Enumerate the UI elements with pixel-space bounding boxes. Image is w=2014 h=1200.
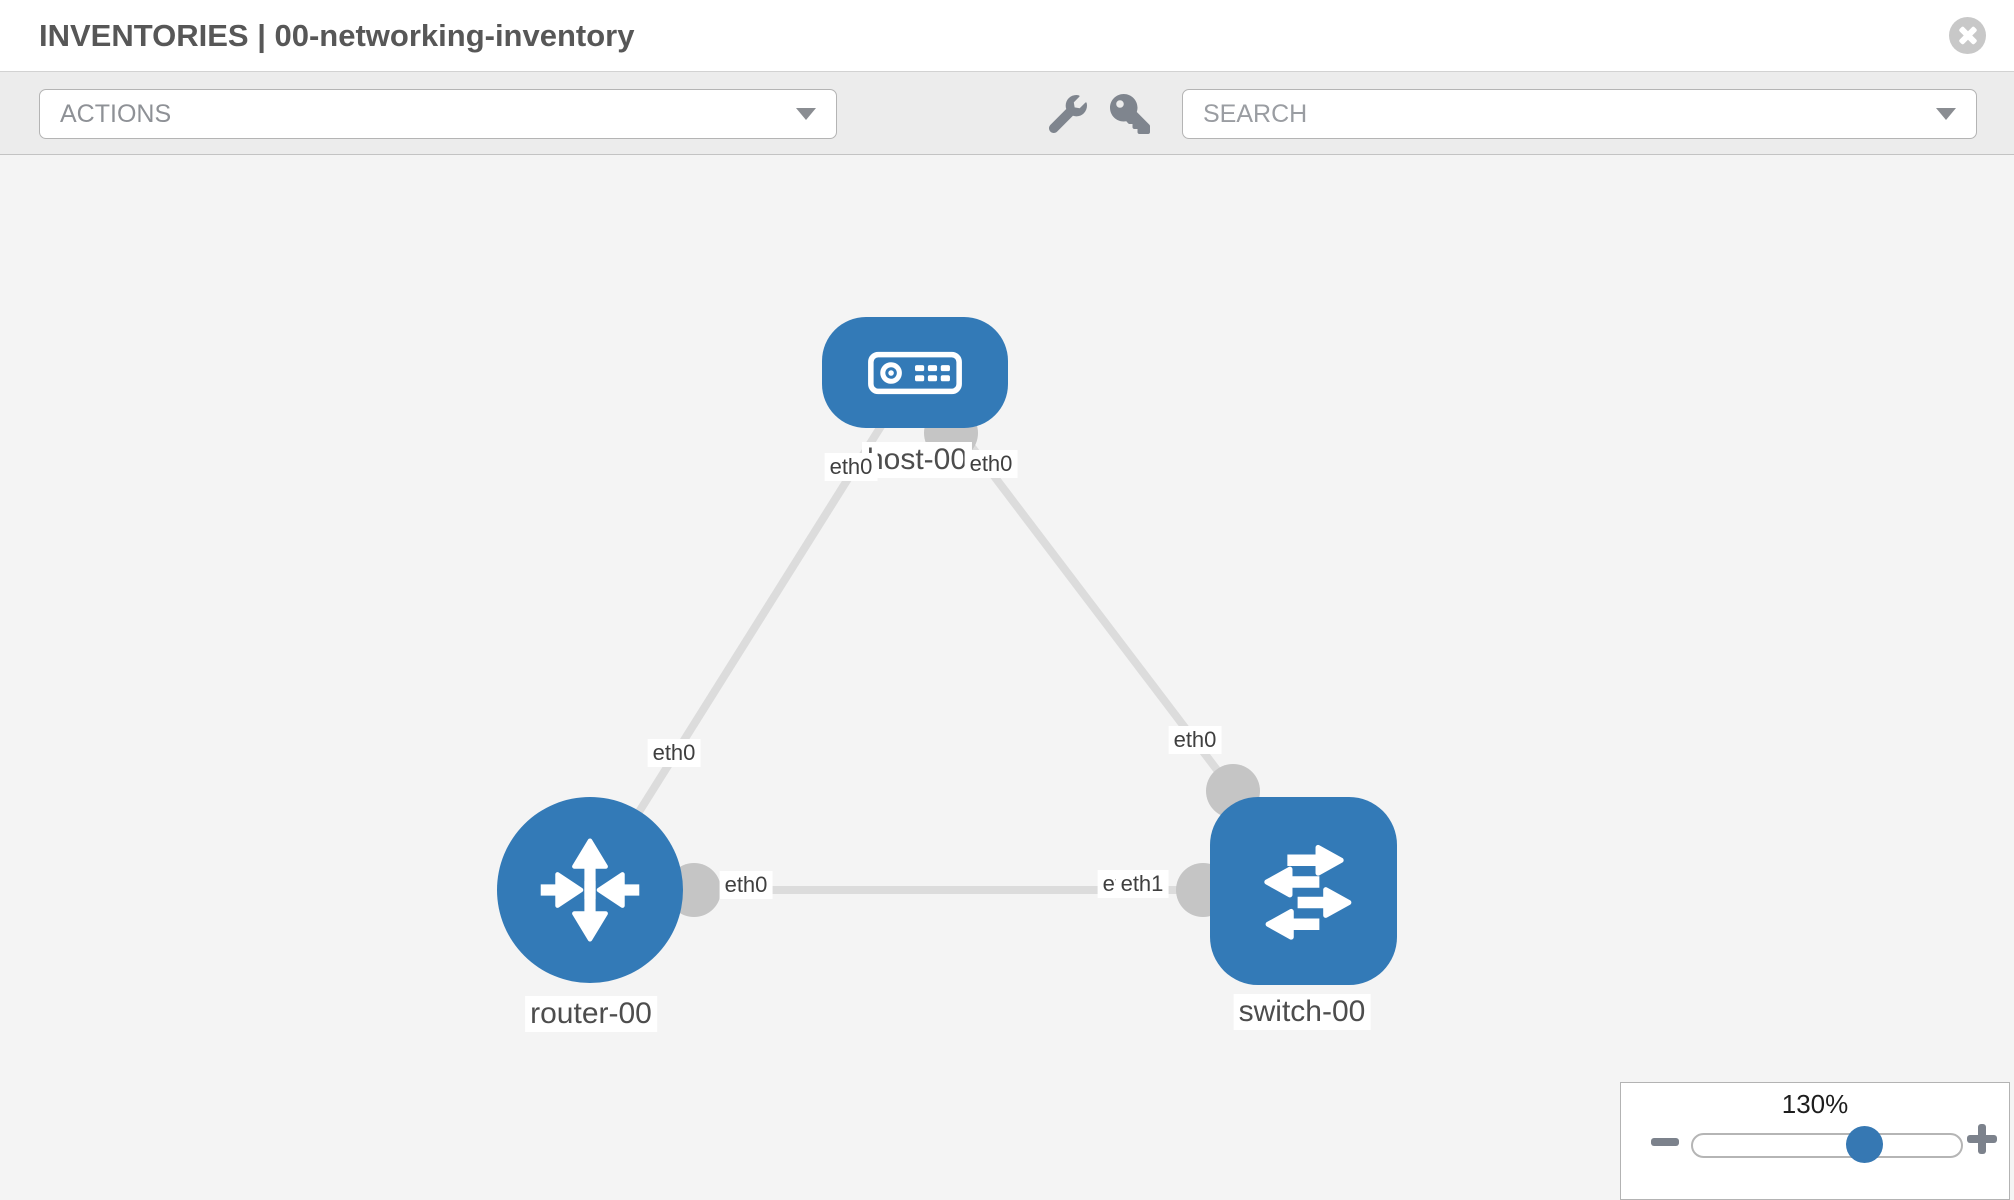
chevron-down-icon (796, 108, 816, 120)
search-placeholder: SEARCH (1203, 99, 1308, 128)
zoom-slider-track[interactable] (1691, 1133, 1963, 1158)
node-label-host: host-00 (861, 442, 973, 478)
plus-icon[interactable] (1967, 1124, 1997, 1154)
toolbar: ACTIONS SEARCH (0, 72, 2014, 155)
search-dropdown[interactable]: SEARCH (1182, 89, 1977, 139)
credentials-button[interactable] (1108, 92, 1152, 136)
node-label-switch: switch-00 (1233, 994, 1371, 1030)
close-button[interactable] (1949, 17, 1986, 54)
switch-icon (1263, 844, 1351, 940)
close-icon (1958, 26, 1977, 45)
page-header: INVENTORIES | 00-networking-inventory (0, 0, 2014, 72)
page-title: INVENTORIES | 00-networking-inventory (39, 17, 635, 53)
zoom-slider-thumb[interactable] (1846, 1126, 1883, 1163)
interface-label-router-eth0-uplink: eth0 (647, 739, 701, 767)
topology-canvas[interactable]: host-00 router-00 switch-00 eth0 eth0 et… (0, 155, 2014, 1200)
links-layer (586, 369, 1260, 917)
interface-label-host-eth0-right: eth0 (964, 450, 1018, 478)
key-icon (1110, 94, 1150, 134)
interface-label-router-eth0-right: eth0 (719, 871, 773, 899)
minus-icon[interactable] (1651, 1138, 1679, 1146)
zoom-control-panel: 130% (1620, 1082, 2010, 1200)
router-icon (540, 838, 640, 942)
interface-label-switch-eth1-over: eth1 (1115, 870, 1169, 898)
interface-label-host-eth0-left: eth0 (824, 453, 878, 481)
actions-dropdown[interactable]: ACTIONS (39, 89, 837, 139)
node-host-00[interactable] (822, 317, 1008, 428)
node-router-00[interactable] (497, 797, 683, 983)
interface-label-switch-eth0-uplink: eth0 (1168, 726, 1222, 754)
node-label-router: router-00 (525, 996, 657, 1032)
wrench-icon (1049, 95, 1087, 133)
host-icon (868, 351, 962, 394)
node-switch-00[interactable] (1210, 797, 1397, 985)
actions-dropdown-label: ACTIONS (60, 99, 172, 128)
zoom-level-value: 130% (1781, 1089, 1849, 1119)
configure-button[interactable] (1046, 92, 1090, 136)
chevron-down-icon (1936, 108, 1956, 120)
